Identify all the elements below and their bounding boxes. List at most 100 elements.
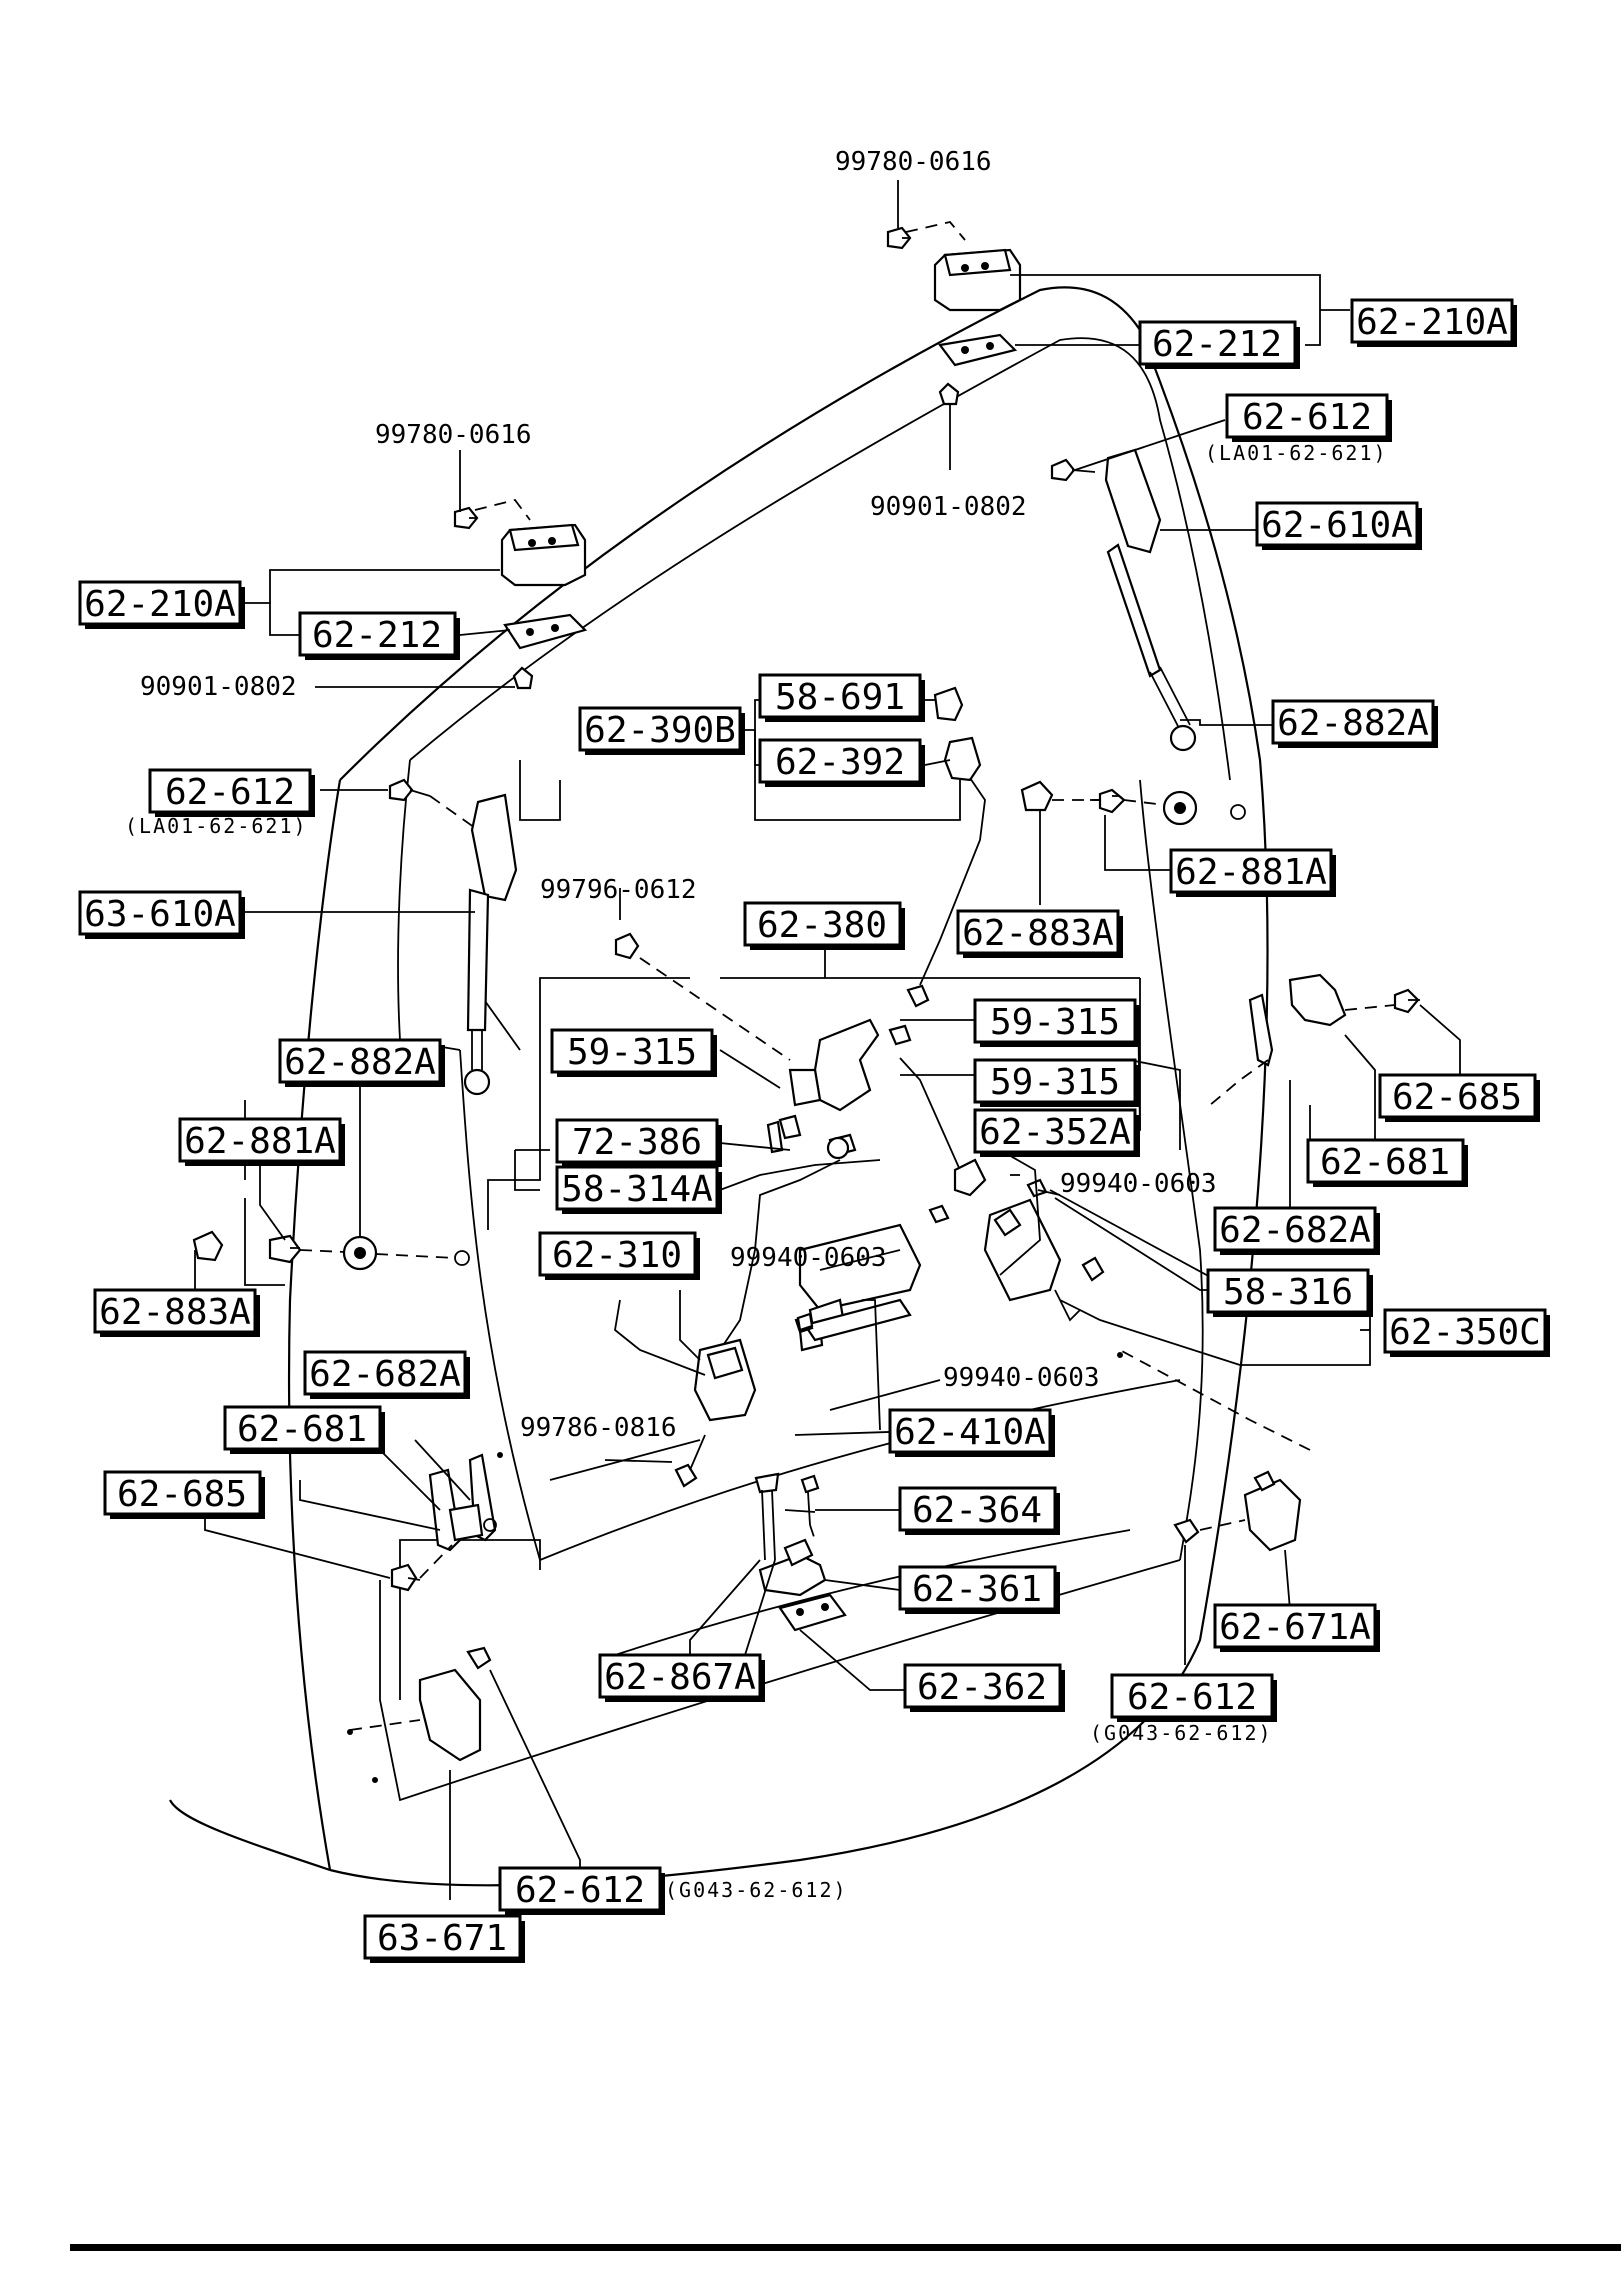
part-label-62-685-right: 62-685	[1378, 1073, 1540, 1122]
left-gas-strut	[388, 778, 518, 1096]
part-label-62-682A-left: 62-682A	[303, 1350, 470, 1399]
label-text: 59-315	[990, 1062, 1120, 1103]
label-text: 62-882A	[1277, 703, 1429, 744]
left-hinge	[453, 498, 588, 690]
label-text: 62-685	[1392, 1077, 1522, 1118]
part-label-62-310: 62-310	[538, 1231, 700, 1280]
label-text: 62-682A	[309, 1354, 461, 1395]
part-label-62-212-top: 62-212	[1138, 320, 1300, 369]
part-label-72-386: 72-386	[555, 1118, 722, 1167]
part-label-62-352A: 62-352A	[973, 1108, 1140, 1157]
fastener-label-99940-c: 99940-0603	[943, 1363, 1100, 1393]
top-hinge	[886, 221, 1022, 406]
label-text: 72-386	[572, 1122, 702, 1163]
fastener-label-99780-left: 99780-0616	[375, 420, 532, 450]
part-label-62-210A-left: 62-210A	[78, 580, 245, 629]
label-text: 62-210A	[84, 584, 236, 625]
latch-assembly	[614, 686, 1105, 1488]
part-sub-label-left: (LA01-62-621)	[125, 814, 308, 838]
label-text: 62-212	[1152, 324, 1282, 365]
label-text: 62-881A	[184, 1121, 336, 1162]
label-text: 62-210A	[1356, 302, 1508, 343]
part-label-62-612-br: 62-612	[1110, 1673, 1277, 1722]
left-bracket	[390, 1452, 503, 1592]
label-text: 62-681	[1320, 1142, 1450, 1183]
part-label-62-212-left: 62-212	[298, 611, 460, 660]
part-label-62-685-left: 62-685	[103, 1470, 265, 1519]
label-text: 62-612	[1242, 397, 1372, 438]
right-gas-strut	[1050, 448, 1197, 752]
label-text: 62-867A	[604, 1657, 756, 1698]
label-text: 62-612	[165, 772, 295, 813]
part-label-62-410A: 62-410A	[888, 1408, 1055, 1457]
part-label-59-315-c: 59-315	[973, 1058, 1140, 1107]
part-sub-label-bottom: (G043-62-612)	[665, 1878, 848, 1902]
part-label-62-883A-right: 62-883A	[956, 909, 1123, 958]
part-label-62-681-left: 62-681	[223, 1405, 385, 1454]
part-sub-label-top: (LA01-62-621)	[1205, 441, 1388, 465]
part-label-62-881A-right: 62-881A	[1169, 848, 1336, 897]
part-label-62-380: 62-380	[743, 901, 905, 950]
label-text: 62-671A	[1219, 1607, 1371, 1648]
part-label-62-882A-right: 62-882A	[1271, 699, 1438, 748]
part-label-62-881A-left: 62-881A	[178, 1117, 345, 1166]
label-text: 62-364	[912, 1490, 1042, 1531]
label-text: 62-685	[117, 1474, 247, 1515]
label-text: 63-610A	[84, 894, 236, 935]
fastener-label-99796: 99796-0612	[540, 875, 697, 905]
part-label-62-612-top: 62-612	[1225, 393, 1392, 442]
right-stopper	[1020, 780, 1246, 826]
part-label-62-362: 62-362	[903, 1663, 1065, 1712]
fastener-label-99940-a: 99940-0603	[1060, 1169, 1217, 1199]
part-label-62-612-bottom: 62-612	[498, 1866, 665, 1915]
part-label-62-390B: 62-390B	[578, 706, 745, 755]
label-text: 58-316	[1223, 1272, 1353, 1313]
label-text: 62-352A	[979, 1112, 1131, 1153]
label-text: 62-212	[312, 615, 442, 656]
part-label-62-883A-left: 62-883A	[93, 1288, 260, 1337]
fastener-label-99780-top: 99780-0616	[835, 147, 992, 177]
part-label-59-315-b: 59-315	[973, 998, 1140, 1047]
label-text: 62-682A	[1219, 1210, 1371, 1251]
part-label-63-610A: 63-610A	[78, 890, 245, 939]
label-text: 62-310	[552, 1235, 682, 1276]
part-label-59-315-a: 59-315	[550, 1028, 717, 1077]
part-label-62-361: 62-361	[898, 1565, 1060, 1614]
left-stopper	[192, 1230, 470, 1271]
label-text: 62-380	[757, 905, 887, 946]
catch-assembly	[754, 1472, 847, 1632]
label-text: 63-671	[377, 1918, 507, 1959]
label-text: 62-883A	[962, 913, 1114, 954]
part-sub-label-br: (G043-62-612)	[1090, 1721, 1273, 1745]
part-label-62-681-right: 62-681	[1306, 1138, 1468, 1187]
label-text: 62-612	[515, 1870, 645, 1911]
fastener-label-99786: 99786-0816	[520, 1413, 677, 1443]
label-text: 58-691	[775, 677, 905, 718]
label-text: 62-362	[917, 1667, 1047, 1708]
label-text: 59-315	[990, 1002, 1120, 1043]
part-label-62-350C: 62-350C	[1383, 1308, 1550, 1357]
part-label-62-612-left: 62-612	[148, 768, 315, 817]
part-label-58-314A: 58-314A	[555, 1165, 722, 1214]
lower-right-catch	[1117, 1349, 1311, 1552]
part-label-62-610A: 62-610A	[1255, 501, 1422, 550]
part-label-62-867A: 62-867A	[598, 1653, 765, 1702]
part-label-62-392: 62-392	[758, 738, 925, 787]
label-text: 62-410A	[894, 1412, 1046, 1453]
part-label-58-316: 58-316	[1206, 1268, 1373, 1317]
label-text: 62-883A	[99, 1292, 251, 1333]
label-text: 62-882A	[284, 1042, 436, 1083]
part-label-62-210A-top: 62-210A	[1350, 298, 1517, 347]
right-bracket	[1209, 973, 1420, 1106]
footer-rule	[70, 2244, 1621, 2251]
label-text: 62-361	[912, 1569, 1042, 1610]
part-label-62-882A-left: 62-882A	[278, 1038, 445, 1087]
fastener-label-99940-b: 99940-0603	[730, 1243, 887, 1273]
label-text: 62-610A	[1261, 505, 1413, 546]
label-text: 58-314A	[561, 1169, 713, 1210]
part-label-58-691: 58-691	[758, 673, 925, 722]
part-label-62-682A-right: 62-682A	[1213, 1206, 1380, 1255]
label-text: 62-612	[1127, 1677, 1257, 1718]
label-text: 62-392	[775, 742, 905, 783]
